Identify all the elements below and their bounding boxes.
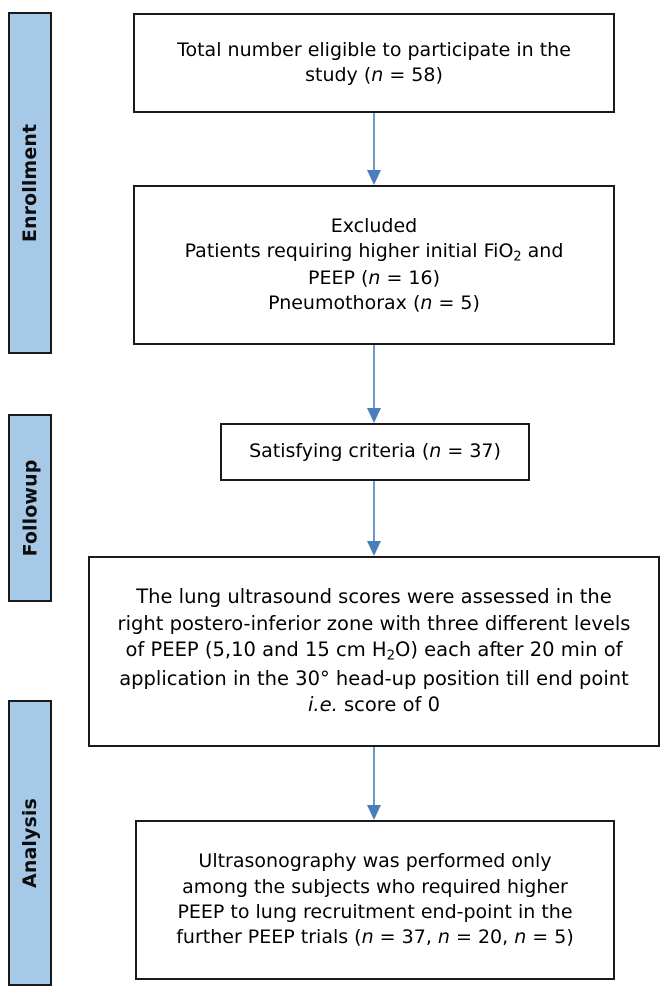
analysis-line-4-italic-n3: n: [514, 926, 527, 949]
eligible-line-2-post: = 58): [383, 64, 443, 86]
flow-box-protocol: The lung ultrasound scores were assessed…: [88, 556, 660, 747]
flow-box-eligible-text: Total number eligible to participate in …: [145, 38, 603, 89]
protocol-line-2: right postero-inferior zone with three d…: [117, 611, 631, 635]
flow-box-analysis: Ultrasonography was performed only among…: [135, 820, 615, 980]
eligible-line-2-pre: study (: [305, 64, 372, 86]
analysis-line-3: PEEP to lung recruitment end-point in th…: [177, 901, 573, 923]
analysis-line-4-mid1: = 37,: [373, 926, 438, 949]
phase-label-enrollment: Enrollment: [19, 123, 41, 243]
phase-label-followup: Followup: [19, 459, 42, 557]
analysis-line-4-post: = 5): [526, 926, 574, 949]
flow-box-excluded: Excluded Patients requiring higher initi…: [133, 185, 615, 345]
satisfying-pre: Satisfying criteria (: [249, 440, 430, 463]
analysis-line-2: among the subjects who required higher: [182, 875, 568, 898]
arrow-protocol-to-analysis: [367, 747, 381, 820]
flow-box-satisfying-text: Satisfying criteria (n = 37): [232, 439, 518, 464]
excluded-line-4-pre: Pneumothorax (: [268, 292, 421, 315]
protocol-line-4: application in the 30° head-up position …: [119, 666, 629, 690]
satisfying-post: = 37): [441, 440, 501, 463]
eligible-line-2-italic-n: n: [371, 64, 384, 86]
flow-box-eligible: Total number eligible to participate in …: [133, 13, 615, 113]
arrow-satisfying-to-protocol: [367, 481, 381, 556]
protocol-line-3-post: O) each after 20 min of: [395, 638, 623, 662]
phase-label-analysis: Analysis: [19, 798, 42, 888]
satisfying-italic-n: n: [429, 440, 442, 463]
excluded-line-1: Excluded: [330, 214, 418, 237]
flow-box-excluded-text: Excluded Patients requiring higher initi…: [145, 214, 603, 317]
arrow-excluded-to-satisfying: [367, 345, 381, 423]
excluded-line-3-italic-n: n: [368, 266, 381, 289]
excluded-line-2-subscript: 2: [513, 249, 522, 265]
phase-bar-followup: Followup: [8, 414, 52, 602]
analysis-line-1: Ultrasonography was performed only: [198, 850, 552, 873]
analysis-line-4-pre: further PEEP trials (: [176, 926, 362, 949]
protocol-line-1: The lung ultrasound scores were assessed…: [136, 585, 612, 609]
flow-box-satisfying-criteria: Satisfying criteria (n = 37): [220, 423, 530, 481]
flow-box-analysis-text: Ultrasonography was performed only among…: [147, 849, 603, 950]
excluded-line-4-italic-n: n: [420, 292, 433, 315]
analysis-line-4-mid2: = 20,: [449, 926, 515, 949]
phase-bar-analysis: Analysis: [8, 700, 52, 986]
excluded-line-4-post: = 5): [432, 292, 480, 315]
protocol-line-5-italic-ie: i.e.: [307, 693, 338, 717]
phase-bar-enrollment: Enrollment: [8, 12, 52, 354]
excluded-line-3-pre: PEEP (: [307, 266, 369, 289]
eligible-line-1: Total number eligible to participate in …: [177, 38, 571, 61]
arrow-eligible-to-excluded: [367, 113, 381, 185]
analysis-line-4-italic-n2: n: [437, 926, 450, 949]
flow-box-protocol-text: The lung ultrasound scores were assessed…: [100, 584, 648, 719]
protocol-line-3-subscript: 2: [386, 648, 395, 664]
protocol-line-5-post: score of 0: [337, 693, 440, 717]
excluded-line-2-post: and: [521, 239, 564, 262]
protocol-line-3-pre: of PEEP (5,10 and 15 cm H: [125, 638, 387, 662]
analysis-line-4-italic-n1: n: [361, 926, 374, 949]
excluded-line-3-post: = 16): [380, 266, 441, 289]
excluded-line-2-pre: Patients requiring higher initial FiO: [184, 239, 514, 262]
